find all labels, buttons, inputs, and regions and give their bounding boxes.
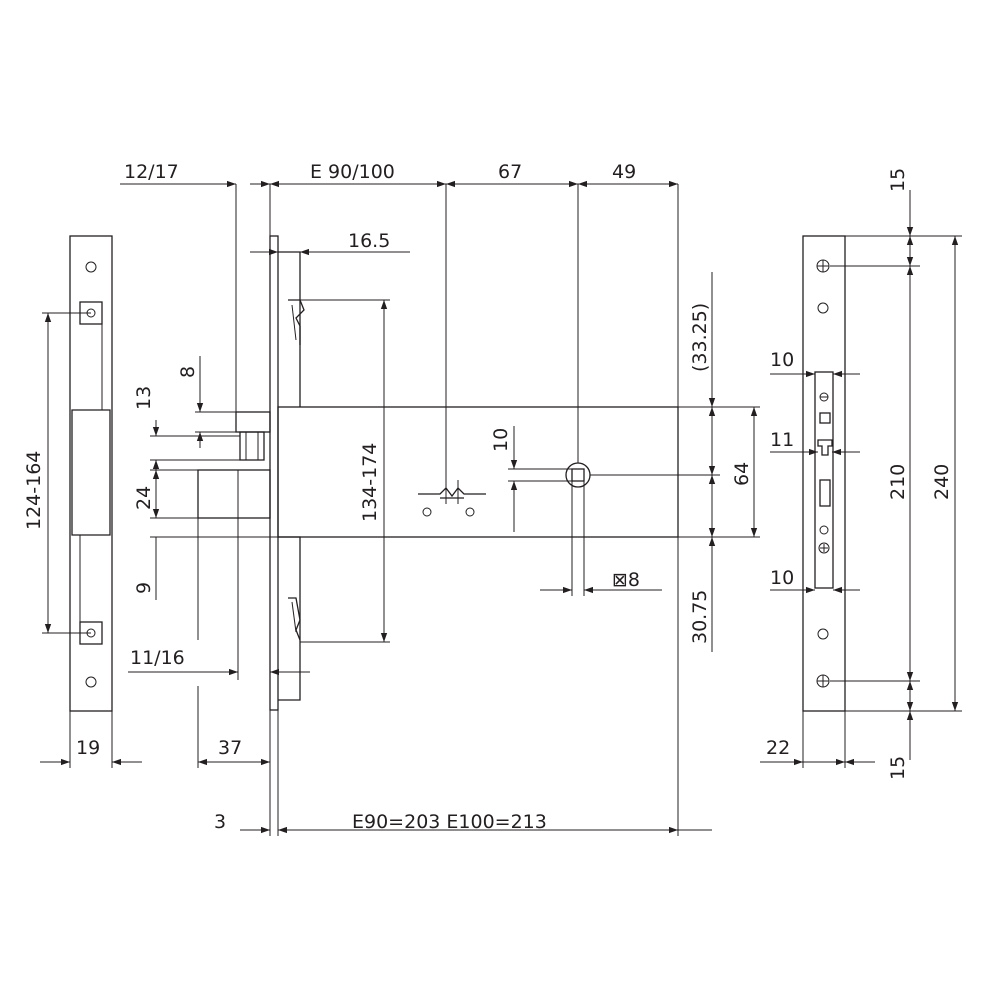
dim-15-top: 15 — [887, 168, 909, 192]
dim-12-17: 12/17 — [124, 161, 179, 183]
dim-10-lower: 10 — [770, 567, 794, 589]
dim-10-spindle: 10 — [490, 428, 512, 452]
dim-124-164: 124-164 — [23, 451, 45, 530]
strike-plate-view — [69, 235, 113, 712]
dim-210: 210 — [887, 464, 909, 500]
dim-240: 240 — [931, 464, 953, 500]
lock-body-view — [197, 235, 679, 711]
dim-64: 64 — [731, 462, 753, 486]
dim-134-174: 134-174 — [359, 443, 381, 522]
dim-3: 3 — [214, 811, 226, 833]
dim-10-upper: 10 — [770, 349, 794, 371]
dim-15-bottom: 15 — [887, 756, 909, 780]
dimension-labels: 12/17 E 90/100 67 49 16.5 124-164 8 13 2… — [23, 161, 953, 833]
face-plate-view — [802, 235, 846, 712]
dim-11: 11 — [770, 429, 794, 451]
dim-square-8: ⊠8 — [612, 569, 640, 591]
dim-13: 13 — [133, 386, 155, 410]
dim-8: 8 — [177, 366, 199, 378]
dim-19: 19 — [76, 737, 100, 759]
dim-9: 9 — [133, 582, 155, 594]
dim-e90-e100: E90=203 E100=213 — [352, 811, 547, 833]
dim-24: 24 — [133, 486, 155, 510]
dim-30-75: 30.75 — [689, 590, 711, 644]
dim-e90-100: E 90/100 — [310, 161, 395, 183]
dim-67: 67 — [498, 161, 522, 183]
dimension-lines — [40, 180, 962, 836]
dim-22: 22 — [766, 737, 790, 759]
dim-33-25: (33.25) — [689, 303, 711, 372]
dim-16-5: 16.5 — [348, 230, 390, 252]
dim-37: 37 — [218, 737, 242, 759]
dim-11-16: 11/16 — [130, 647, 185, 669]
dim-49: 49 — [612, 161, 636, 183]
